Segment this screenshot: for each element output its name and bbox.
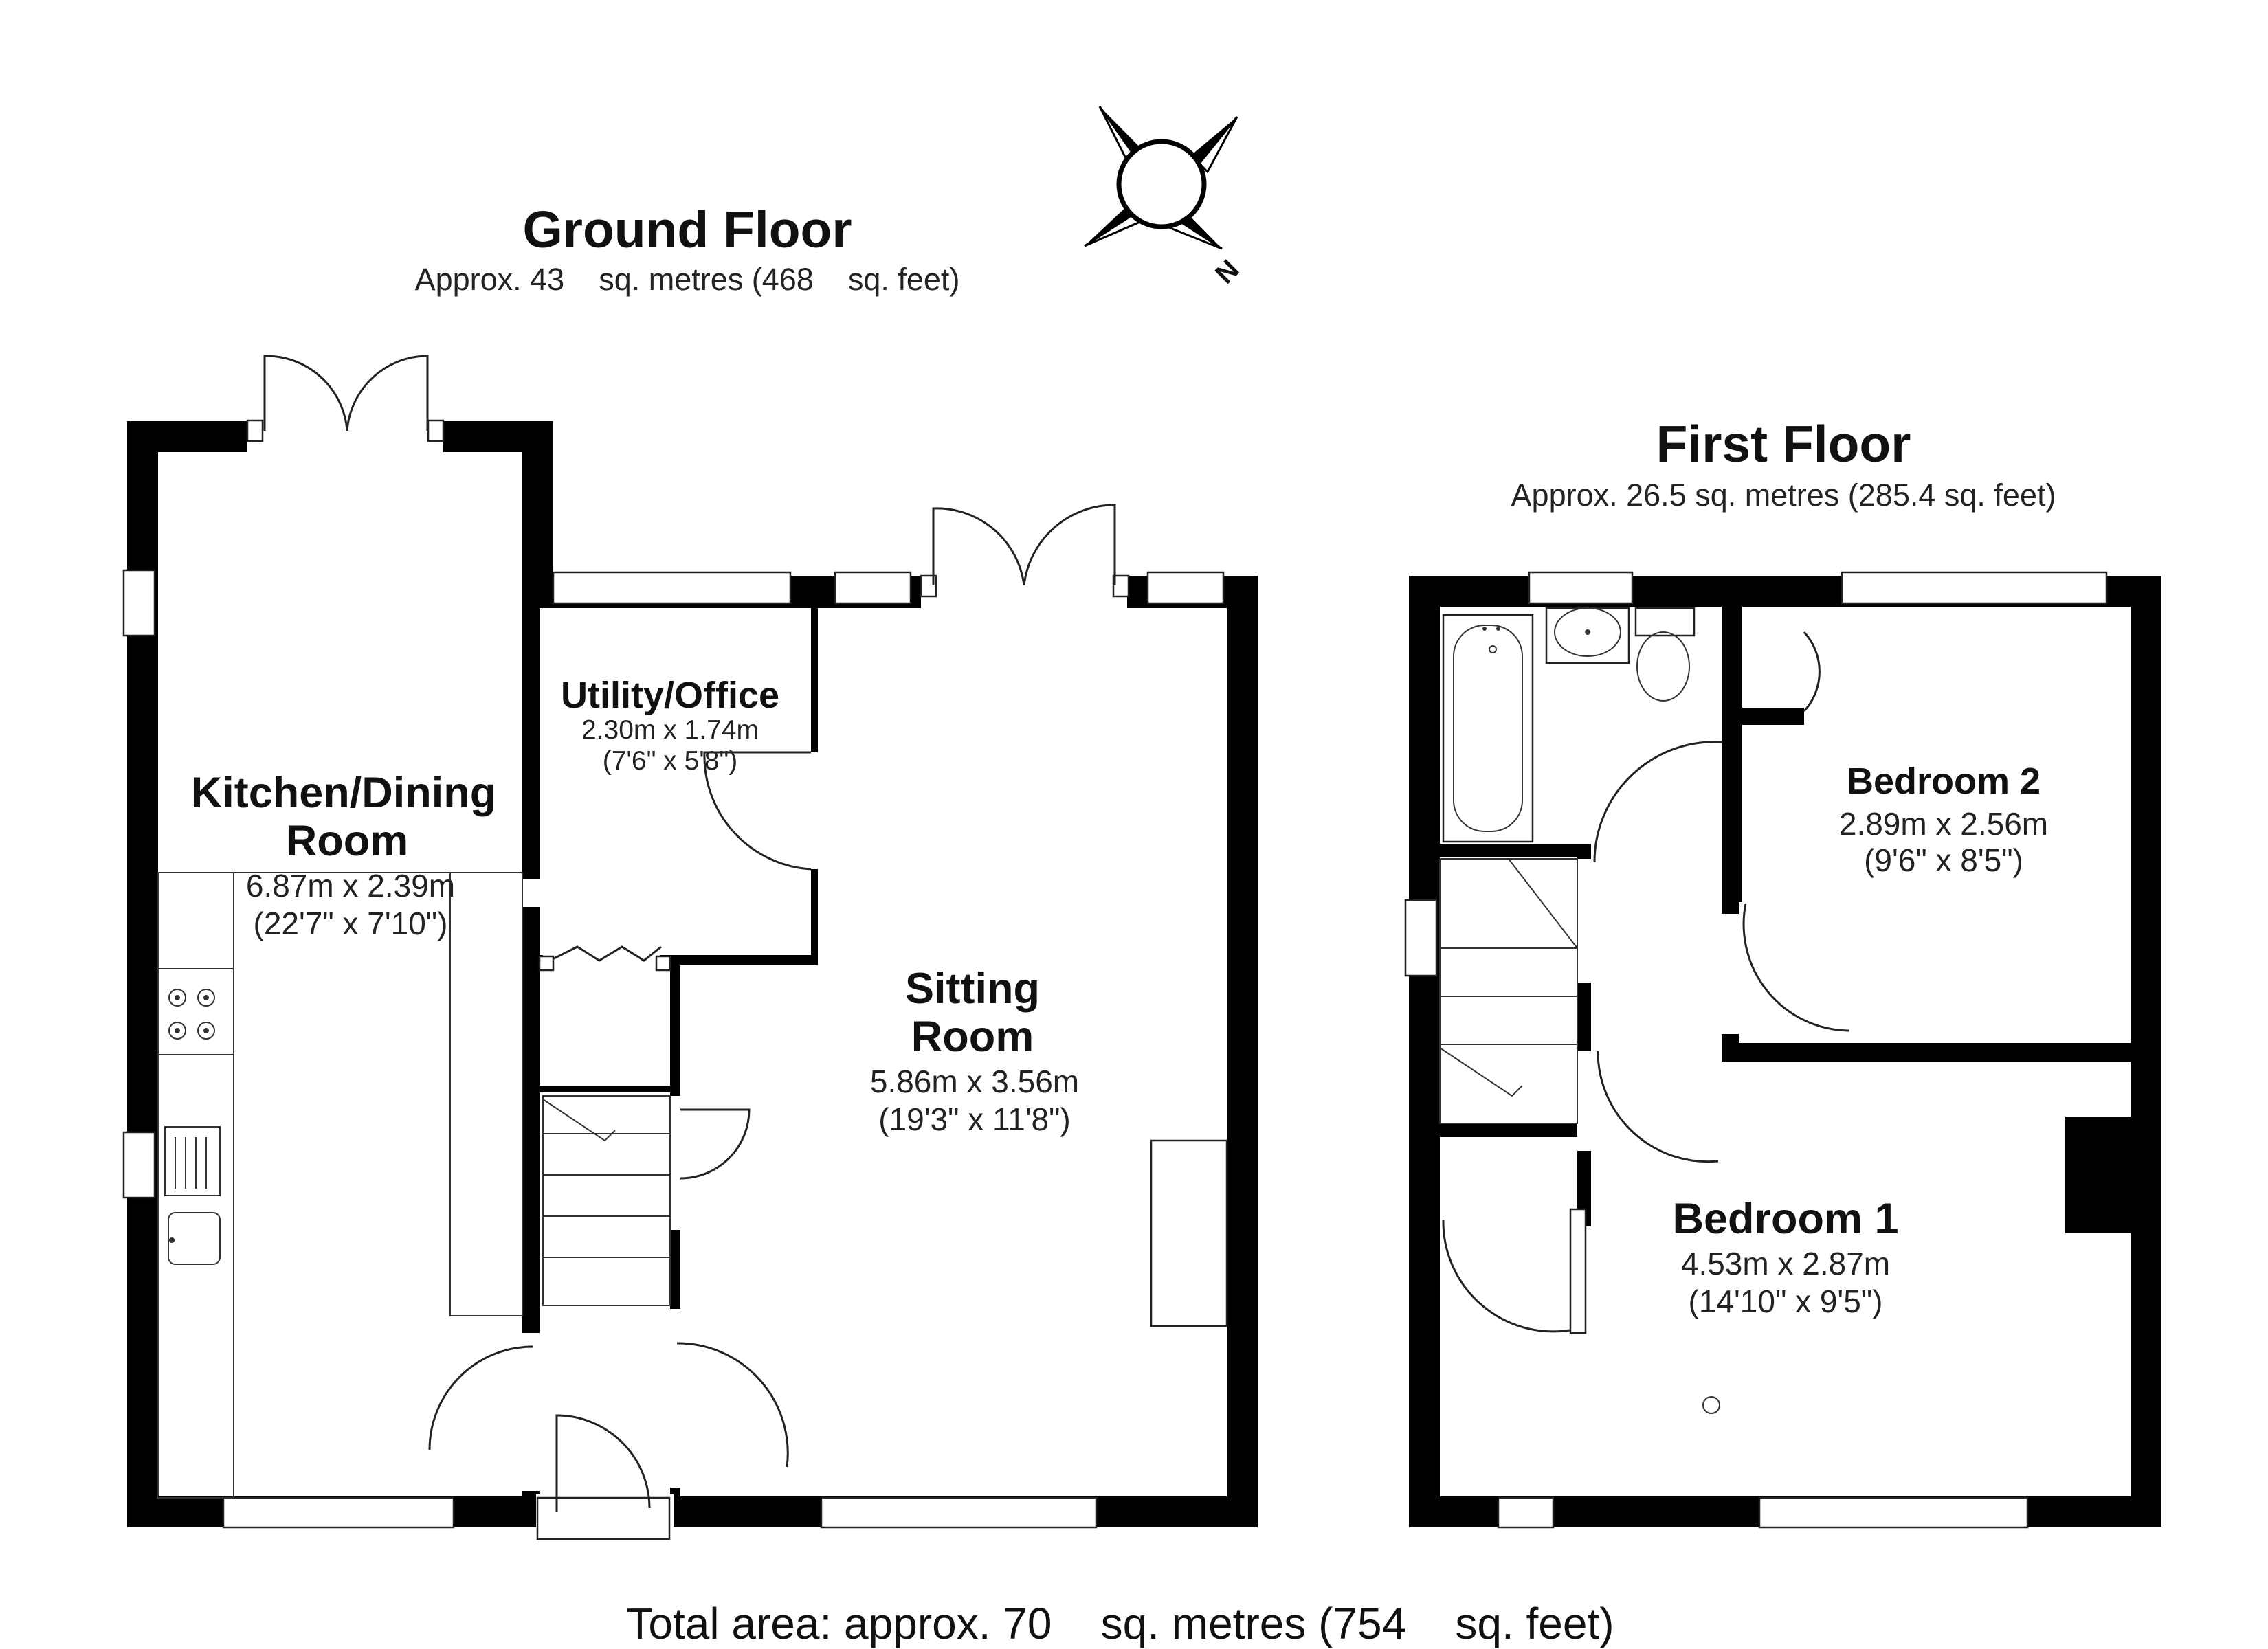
sitting-room-label-line1: Sitting — [905, 965, 1040, 1013]
first-floor-plan: Bedroom 2 2.89m x 2.56m (9'6" x 8'5") Be… — [1404, 571, 2161, 1529]
sitting-room-label-line2: Room — [911, 1013, 1034, 1061]
ground-floor-plan: Kitchen/Dining Room 6.87m x 2.39m (22'7"… — [122, 355, 1258, 1540]
ground-floor-area: Approx. 43 sq. metres (468 sq. feet) — [415, 262, 960, 297]
kitchen-imperial: (22'7" x 7'10") — [254, 906, 448, 941]
bedroom2-label: Bedroom 2 — [1847, 761, 2041, 802]
compass-icon: N — [1084, 106, 1245, 290]
kitchen-label-line2: Room — [286, 817, 408, 865]
utility-imperial: (7'6" x 5'8") — [603, 746, 738, 776]
hob-icon — [157, 968, 234, 1055]
sitting-room-metric: 5.86m x 3.56m — [870, 1064, 1079, 1099]
first-floor-area: Approx. 26.5 sq. metres (285.4 sq. feet) — [1511, 478, 2056, 513]
bedroom1-label: Bedroom 1 — [1672, 1195, 1898, 1243]
ground-floor-stairs — [542, 1095, 671, 1306]
total-area: Total area: approx. 70 sq. metres (754 s… — [626, 1599, 1614, 1648]
sink-icon — [164, 1126, 221, 1265]
bath-icon — [1442, 614, 1534, 843]
first-floor-stairs — [1439, 858, 1578, 1124]
kitchen-label-line1: Kitchen/Dining — [191, 769, 496, 817]
bedroom2-imperial: (9'6" x 8'5") — [1864, 842, 2023, 878]
kitchen-metric: 6.87m x 2.39m — [246, 868, 455, 904]
utility-metric: 2.30m x 1.74m — [581, 715, 759, 745]
ground-floor-title: Ground Floor — [522, 201, 852, 258]
utility-label: Utility/Office — [561, 675, 779, 716]
bedroom2-metric: 2.89m x 2.56m — [1839, 806, 2048, 842]
bedroom1-metric: 4.53m x 2.87m — [1681, 1246, 1890, 1281]
first-floor-title: First Floor — [1656, 415, 1911, 473]
compass-north-label: N — [1210, 254, 1245, 290]
basin-icon — [1545, 607, 1630, 664]
sitting-room-imperial: (19'3" x 11'8") — [878, 1101, 1071, 1137]
bedroom1-imperial: (14'10" x 9'5") — [1689, 1283, 1883, 1319]
toilet-icon — [1634, 607, 1696, 702]
